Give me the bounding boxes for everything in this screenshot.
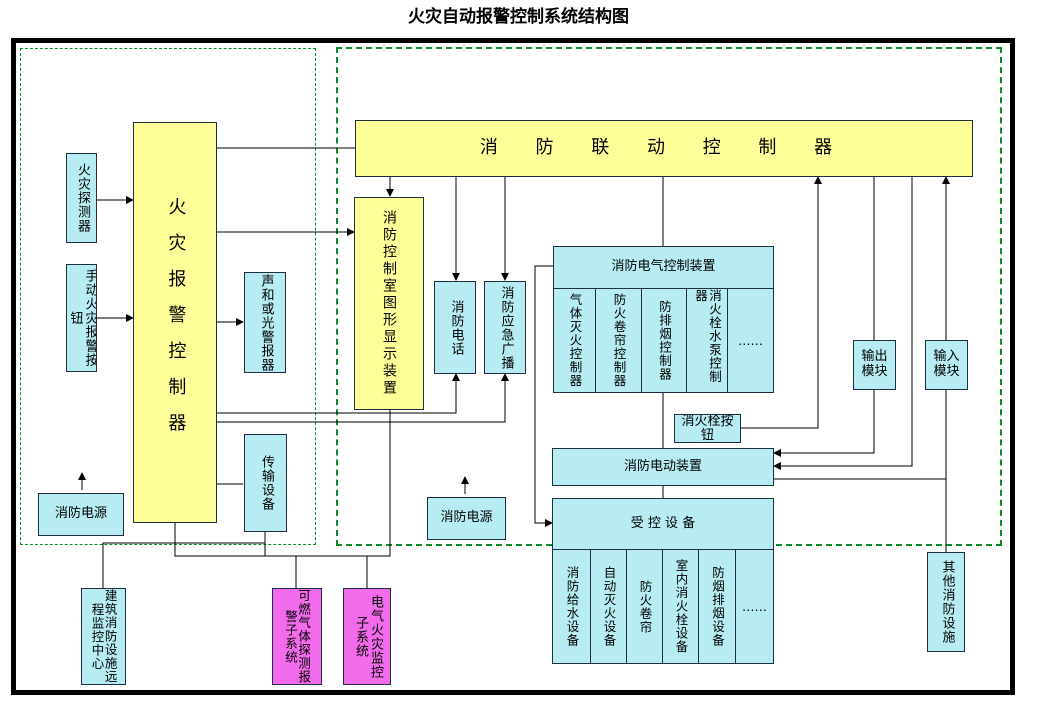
hydrant-button-box: 消火栓按钮 — [674, 414, 741, 443]
equipment-item: 室内消火栓设备 — [662, 550, 698, 663]
electric-device-box: 消防电动装置 — [552, 448, 774, 486]
outer-frame — [11, 38, 1015, 695]
power-supply-middle: 消防电源 — [427, 497, 506, 540]
remote-monitoring-center-box: 建筑消防设施远程监控中心 — [81, 588, 126, 685]
input-module-box: 输入模块 — [925, 340, 968, 390]
equipment-item: 防火卷帘 — [626, 550, 662, 663]
fire-alarm-controller: 火灾报警控制器 — [133, 122, 217, 523]
equipment-item-more: …… — [735, 550, 773, 663]
equipment-item: 消防给水设备 — [564, 566, 580, 647]
equipment-item: 防烟排烟设备 — [698, 550, 735, 663]
fire-detector-box: 火灾探测器 — [66, 153, 97, 243]
output-module-box: 输出模块 — [853, 340, 896, 390]
sound-light-alarm-box: 声和或光警报器 — [244, 272, 286, 373]
equipment-item: 自动灭火设备 — [590, 550, 626, 663]
power-supply-left: 消防电源 — [38, 493, 124, 536]
emergency-broadcast-box: 消防应急广播 — [484, 281, 526, 374]
electrical-control-items: 气体灭火控制器 防火卷帘控制器 防排烟控制器 消火栓水泵控制器 …… — [553, 289, 774, 393]
fire-telephone-box: 消防电话 — [434, 281, 476, 374]
control-item: 防火卷帘控制器 — [595, 289, 641, 392]
electrical-control-device: 消防电气控制装置 — [553, 246, 774, 289]
gas-detection-subsystem-box: 可燃气体探测报警子系统 — [272, 588, 322, 685]
control-item: 消火栓水泵控制器 — [686, 289, 727, 392]
transmission-device-box: 传输设备 — [244, 434, 287, 532]
alarm-dashed-region — [20, 48, 316, 545]
other-facilities-box: 其他消防设施 — [927, 552, 965, 652]
control-item-more: …… — [727, 289, 773, 392]
linkage-controller: 消 防 联 动 控 制 器 — [355, 120, 973, 177]
diagram-title: 火灾自动报警控制系统结构图 — [408, 7, 629, 27]
electrical-fire-subsystem-box: 电气火灾监控子系统 — [343, 588, 391, 685]
controlled-equipment-items: 消防给水设备 自动灭火设备 防火卷帘 室内消火栓设备 防烟排烟设备 …… — [552, 550, 774, 664]
manual-alarm-button-box: 手动火灾报警按钮 — [66, 264, 97, 372]
control-item: 气体灭火控制器 — [567, 293, 583, 388]
controlled-equipment-box: 受 控 设 备 — [552, 498, 774, 550]
graphic-display-device: 消防控制室图形显示装置 — [354, 197, 424, 410]
control-item: 防排烟控制器 — [641, 289, 686, 392]
